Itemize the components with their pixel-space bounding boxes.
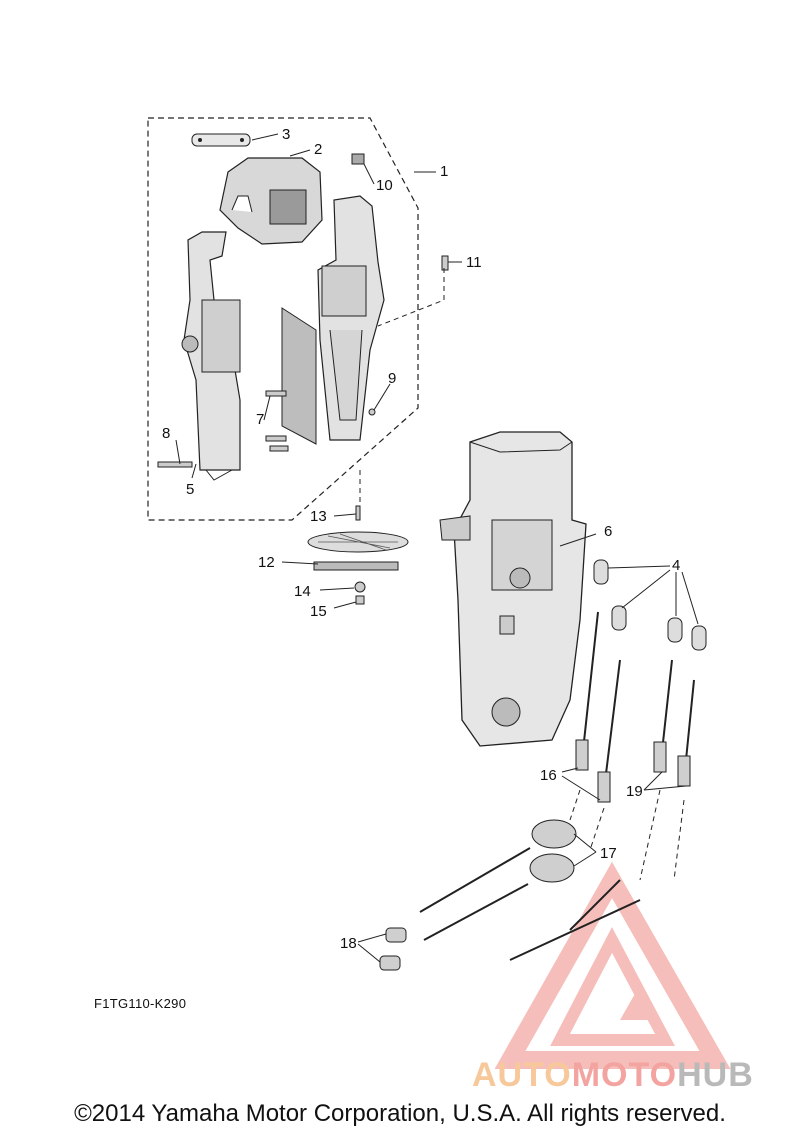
- callout-8: 8: [162, 425, 170, 442]
- callout-13: 13: [310, 508, 327, 525]
- callout-4: 4: [672, 557, 680, 574]
- part-4-cable-ends: [593, 559, 707, 651]
- dashed-guides: [359, 268, 685, 881]
- callout-19: 19: [626, 783, 643, 800]
- cable-fittings: [575, 739, 691, 803]
- right-handle-assembly: [317, 195, 385, 441]
- callout-11: 11: [466, 254, 482, 271]
- part-18-caps: [379, 927, 407, 971]
- control-box: [439, 431, 587, 747]
- callout-14: 14: [294, 583, 311, 600]
- callout-16: 16: [540, 767, 557, 784]
- left-handle-assembly: [181, 231, 241, 481]
- leader-lines: [175, 133, 699, 963]
- center-gasket: [281, 307, 317, 445]
- callout-2: 2: [314, 141, 322, 158]
- callout-labels: 1 2 3 4 5 6 7 8 9 10 11 12 13 14 15 16 1…: [162, 126, 680, 952]
- assembly-outline: [147, 117, 419, 521]
- callout-12: 12: [258, 554, 275, 571]
- callout-5: 5: [186, 481, 194, 498]
- watermark-logo: [494, 861, 731, 1069]
- part-10-block: [351, 153, 365, 165]
- part-2-cover: [219, 157, 323, 245]
- watermark-moto: MOTO: [571, 1056, 678, 1094]
- callout-17: 17: [600, 845, 617, 862]
- lower-cables: [419, 847, 641, 961]
- callout-1: 1: [440, 163, 448, 180]
- callout-18: 18: [340, 935, 357, 952]
- small-fasteners: [157, 255, 449, 605]
- callout-7: 7: [256, 411, 264, 428]
- watermark-hub: HUB: [677, 1056, 754, 1094]
- callout-15: 15: [310, 603, 327, 620]
- part-12-plate: [307, 531, 409, 571]
- callout-6: 6: [604, 523, 612, 540]
- watermark-auto: AUTO: [472, 1056, 572, 1094]
- callout-10: 10: [376, 177, 393, 194]
- watermark-text: AUTOMOTOHUB: [472, 1056, 754, 1095]
- copyright-notice: ©2014 Yamaha Motor Corporation, U.S.A. A…: [74, 1100, 726, 1127]
- reference-code: F1TG110-K290: [94, 996, 187, 1011]
- callout-9: 9: [388, 370, 396, 387]
- part-17-grommets: [529, 819, 577, 883]
- part-3-plate: [191, 133, 251, 147]
- callout-3: 3: [282, 126, 290, 143]
